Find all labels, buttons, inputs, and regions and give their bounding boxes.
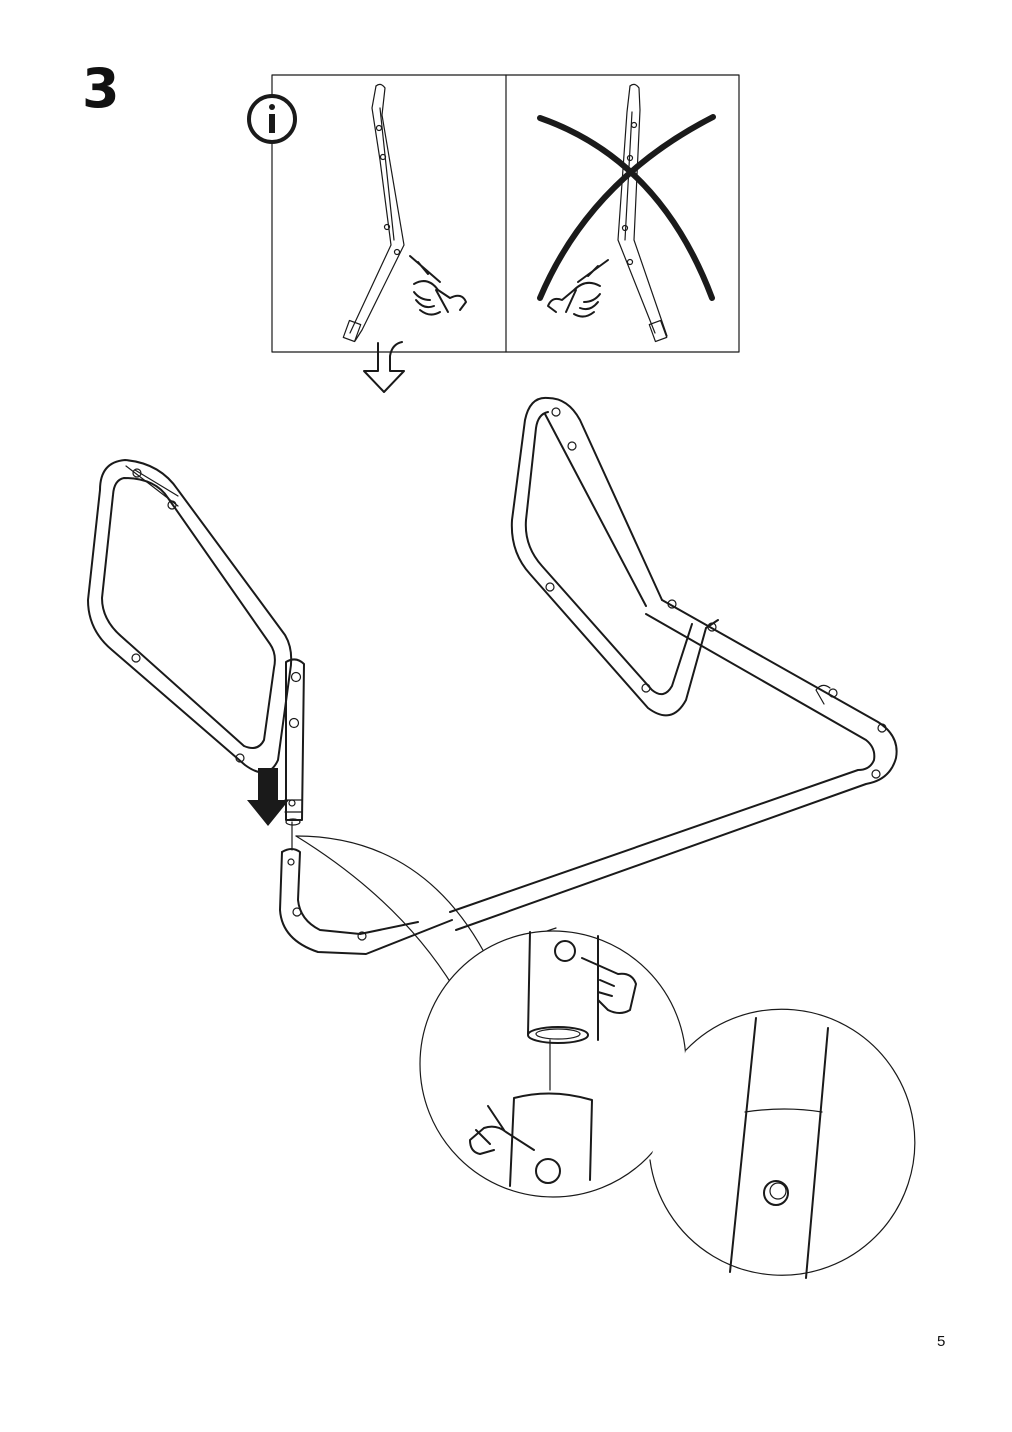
pointing-hand-icon xyxy=(469,1105,535,1155)
pointing-hand-icon xyxy=(409,255,467,316)
outline-arrow-down-icon xyxy=(363,341,405,393)
step-number: 3 xyxy=(82,57,120,120)
cross-mark-icon xyxy=(537,114,716,301)
wrong-leg-drawing xyxy=(617,83,668,343)
correct-leg-drawing xyxy=(342,83,405,343)
page-number: 5 xyxy=(937,1333,946,1350)
chair-frame-drawing xyxy=(87,396,898,955)
info-icon xyxy=(247,94,297,144)
info-panel xyxy=(247,74,740,353)
pointing-hand-icon xyxy=(581,957,637,1014)
detail-callout-alignment xyxy=(295,835,687,1198)
detail-callout-result xyxy=(649,1008,916,1280)
solid-arrow-down-icon xyxy=(247,768,289,826)
pointing-hand-icon xyxy=(547,259,609,318)
